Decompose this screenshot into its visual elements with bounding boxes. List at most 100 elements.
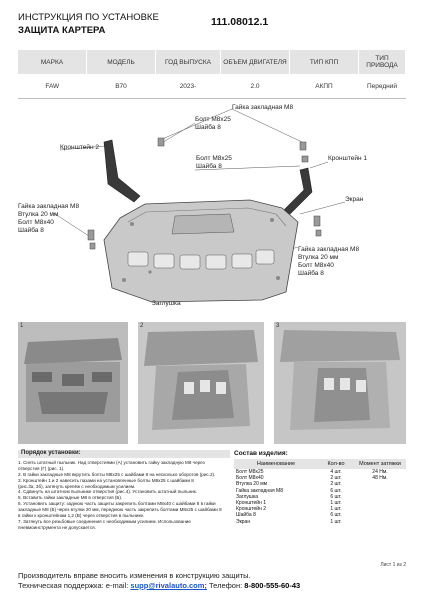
label-bolt-right: Болт М8х40 [298,262,334,269]
photo-step-1: 1 [18,322,128,444]
label-sleeve-right: Втулка 20 мм [298,254,339,261]
kit-contents-title: Состав изделия: [234,450,288,457]
kit-item-torque [354,519,406,525]
spec-header-row: МАРКА МОДЕЛЬ ГОД ВЫПУСКА ОБЪЕМ ДВИГАТЕЛЯ… [18,50,406,74]
spec-value: АКПП [289,74,359,99]
kit-item-torque: 48 Нм. [372,475,388,482]
photo-number: 3 [276,323,280,329]
kit-row: Гайка закладная М8 6 шт. [234,488,406,494]
spec-header: ТИП КПП [289,50,359,74]
kit-header-row: Наименование Кол-во Момент затяжки [234,459,406,469]
spec-value: B70 [86,74,156,99]
spec-value: FAW [18,74,87,99]
instruction-line: 1. Снять штатный пыльник. Над отверстиям… [18,459,205,465]
article-code: 111.08012.1 [211,16,269,28]
kit-item-name: Кронштейн 1 [236,500,266,507]
label-washer-left: Шайба 8 [18,227,44,234]
kit-row: Кронштейн 1 1 шт. [234,500,406,506]
kit-item-torque: 24 Нм. [372,469,388,475]
label-nut-left: Гайка закладная М8 [18,203,80,210]
assembly-drawing [51,108,346,303]
kit-row: Кронштейн 2 1 шт. [234,506,406,512]
kit-contents-table: Наименование Кол-во Момент затяжки Болт … [234,459,406,525]
label-bolt-left: Болт М8х40 [18,219,54,226]
vehicle-spec-table: МАРКА МОДЕЛЬ ГОД ВЫПУСКА ОБЪЕМ ДВИГАТЕЛЯ… [18,50,406,99]
page-number: Лист 1 из 2 [380,562,406,568]
kit-item-name: Заглушка [236,493,259,500]
kit-item-qty: 6 шт. [330,493,342,500]
label-washer-1: Шайба 8 [195,124,221,131]
label-plug: Заглушка [152,300,181,307]
footer: Производитель вправе вносить изменения в… [18,571,300,591]
kit-item-qty: 2 шт. [330,481,342,488]
instruction-line: 6. Установить защиту: заднюю часть защит… [18,501,216,507]
instructions-title: Порядок установки: [18,450,230,458]
photo-image [18,322,128,444]
kit-header: Наименование [234,459,318,469]
support-label: Техническая поддержка: e-mail: [18,581,129,590]
instruction-line: 7. Затянуть все резьбовые соединения с н… [18,518,191,524]
label-sleeve-left: Втулка 20 мм [18,211,59,218]
kit-item-name: Болт М8х25 [236,469,264,475]
instruction-line: в гайки к кронштейнам 1,2 (В) через отве… [18,513,145,519]
installation-photos: 1 2 3 4 [18,322,406,444]
kit-item-qty: 6 шт. [330,487,342,494]
document-subtitle: ЗАЩИТА КАРТЕРА [18,25,106,36]
kit-row: Заглушка 6 шт. [234,494,406,500]
label-washer-2: Шайба 8 [196,163,222,170]
kit-item-qty: 2 шт. [330,475,342,482]
phone-label: Телефон: [209,581,243,590]
kit-row: Экран 1 шт. [234,519,406,525]
instruction-line: 2. В гайки закладные М8 вкрутить болты М… [18,471,216,477]
bracket-1 [283,167,313,215]
photo-number: 2 [140,323,144,329]
instruction-line: (рис.3а, 3б), затянуть крепёж с необходи… [18,483,136,489]
kit-item-qty: 1 шт. [330,506,342,513]
kit-item-qty: 1 шт. [330,518,342,525]
support-email-link[interactable]: supp@rivalauto.com; [130,581,207,590]
spec-header: МАРКА [18,50,87,74]
skid-plate [103,199,299,303]
label-bracket-2: Кронштейн 2 [60,144,99,151]
spec-header: ОБЪЕМ ДВИГАТЕЛЯ [220,50,290,74]
footer-support: Техническая поддержка: e-mail: supp@riva… [18,581,300,591]
kit-item-name: Кронштейн 2 [236,506,266,513]
kit-item-name: Шайба 8 [236,512,256,519]
photo-number: 1 [20,323,24,329]
instruction-line: 3. Кронштейн 1 и 2 навесить пазами на ус… [18,477,194,483]
kit-item-qty: 1 шт. [330,500,342,507]
photo-step-2: 2 [138,322,264,444]
kit-row: Болт М8х25 4 шт. 24 Нм. [234,469,406,475]
kit-item-qty: 4 шт. [330,469,342,475]
kit-header: Момент затяжки [354,459,406,469]
instruction-line: пневмоинструмента не допускается. [18,524,96,530]
spec-header: ГОД ВЫПУСКА [155,50,221,74]
support-phone: 8-800-555-60-43 [244,581,301,590]
instruction-line: закладные М8 (Б) через втулки 20 мм, пер… [18,507,222,513]
label-bolt-2: Болт М8х25 [196,155,232,162]
kit-contents: Состав изделия: Наименование Кол-во Моме… [234,450,406,525]
kit-item-name: Экран [236,518,251,525]
footer-disclaimer: Производитель вправе вносить изменения в… [18,571,251,580]
photo-image [138,322,264,444]
exploded-assembly-diagram: Гайка закладная М8 Кронштейн 2 Болт М8х2… [0,100,424,315]
document-title: ИНСТРУКЦИЯ ПО УСТАНОВКЕ [18,12,159,23]
label-bolt-1: Болт М8х25 [195,116,231,123]
spec-value-row: FAW B70 2023- 2.0 АКПП Передний [18,74,406,99]
kit-header: Кол-во [318,459,354,469]
instruction-line: 5. Вставить гайки закладные М8 в отверст… [18,495,123,501]
spec-value: 2.0 [220,74,290,99]
label-screen: Экран [345,196,364,203]
label-nut-top: Гайка закладная М8 [232,104,294,111]
spec-header: МОДЕЛЬ [86,50,156,74]
label-nut-right: Гайка закладная М8 [298,246,360,253]
installation-instructions: Порядок установки: 1. Снять штатный пыль… [18,450,230,531]
label-bracket-1: Кронштейн 1 [328,155,367,162]
photo-step-3: 3 [274,322,406,444]
photo-image [274,322,406,444]
kit-item-name: Гайка закладная М8 [236,487,283,494]
spec-value: Передний [358,74,406,99]
